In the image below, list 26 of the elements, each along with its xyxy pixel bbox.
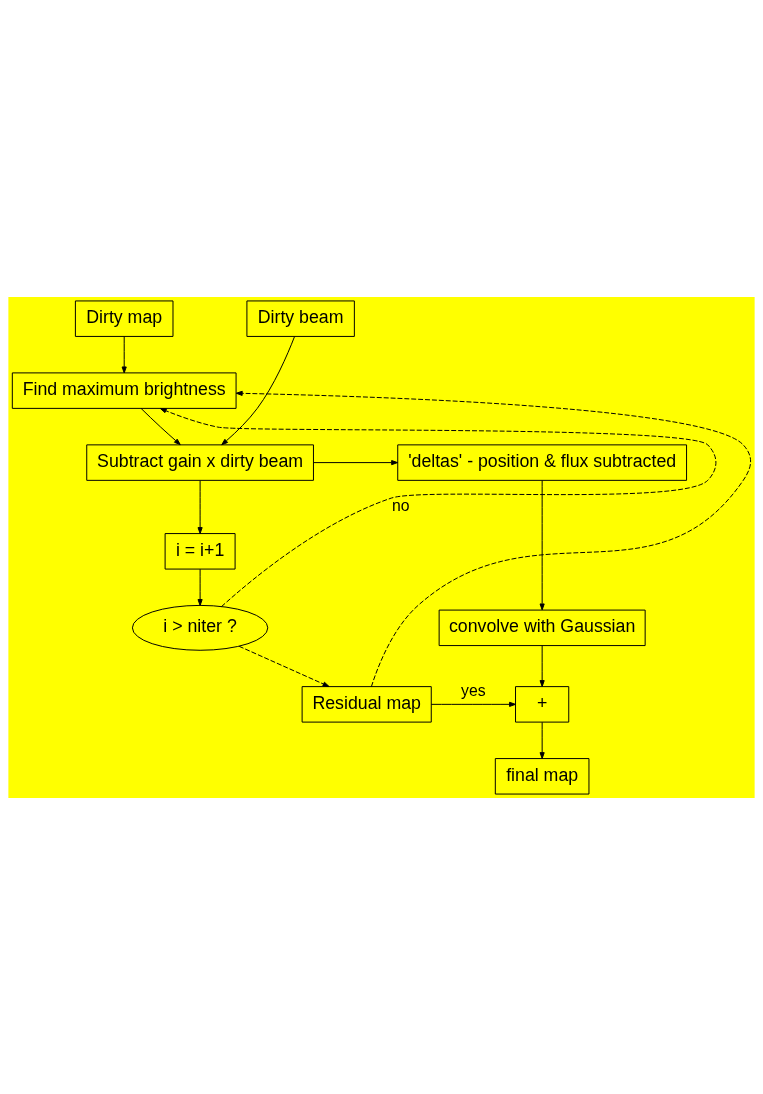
- arrow: [313, 459, 399, 465]
- arrow: [140, 407, 181, 445]
- arrow: [539, 479, 545, 610]
- node-box: Residual map: [301, 685, 432, 723]
- node-box: Find maximum brightness: [11, 371, 237, 409]
- arrow: [197, 479, 203, 534]
- edge-label: yes: [461, 681, 486, 699]
- arrow: [430, 701, 516, 707]
- node-ellipse: i > niter ?: [131, 604, 269, 651]
- node-box: +: [515, 685, 570, 723]
- arrow: [539, 721, 545, 759]
- node-box: final map: [494, 757, 590, 795]
- node-box: i = i+1: [164, 532, 236, 570]
- arrow: [221, 335, 295, 445]
- arrow: [197, 568, 203, 606]
- arrow: [539, 644, 545, 687]
- arrow: [121, 335, 127, 373]
- node-box: 'deltas' - position & flux subtracted: [397, 443, 688, 481]
- node-box: Dirty beam: [246, 299, 355, 337]
- node-box: convolve with Gaussian: [438, 609, 646, 646]
- node-box: Subtract gain x dirty beam: [86, 443, 314, 481]
- arrow: [235, 390, 752, 687]
- arrow: [238, 645, 330, 687]
- arrow: [159, 407, 717, 607]
- node-box: Dirty map: [74, 299, 174, 337]
- edge-label: no: [391, 496, 410, 514]
